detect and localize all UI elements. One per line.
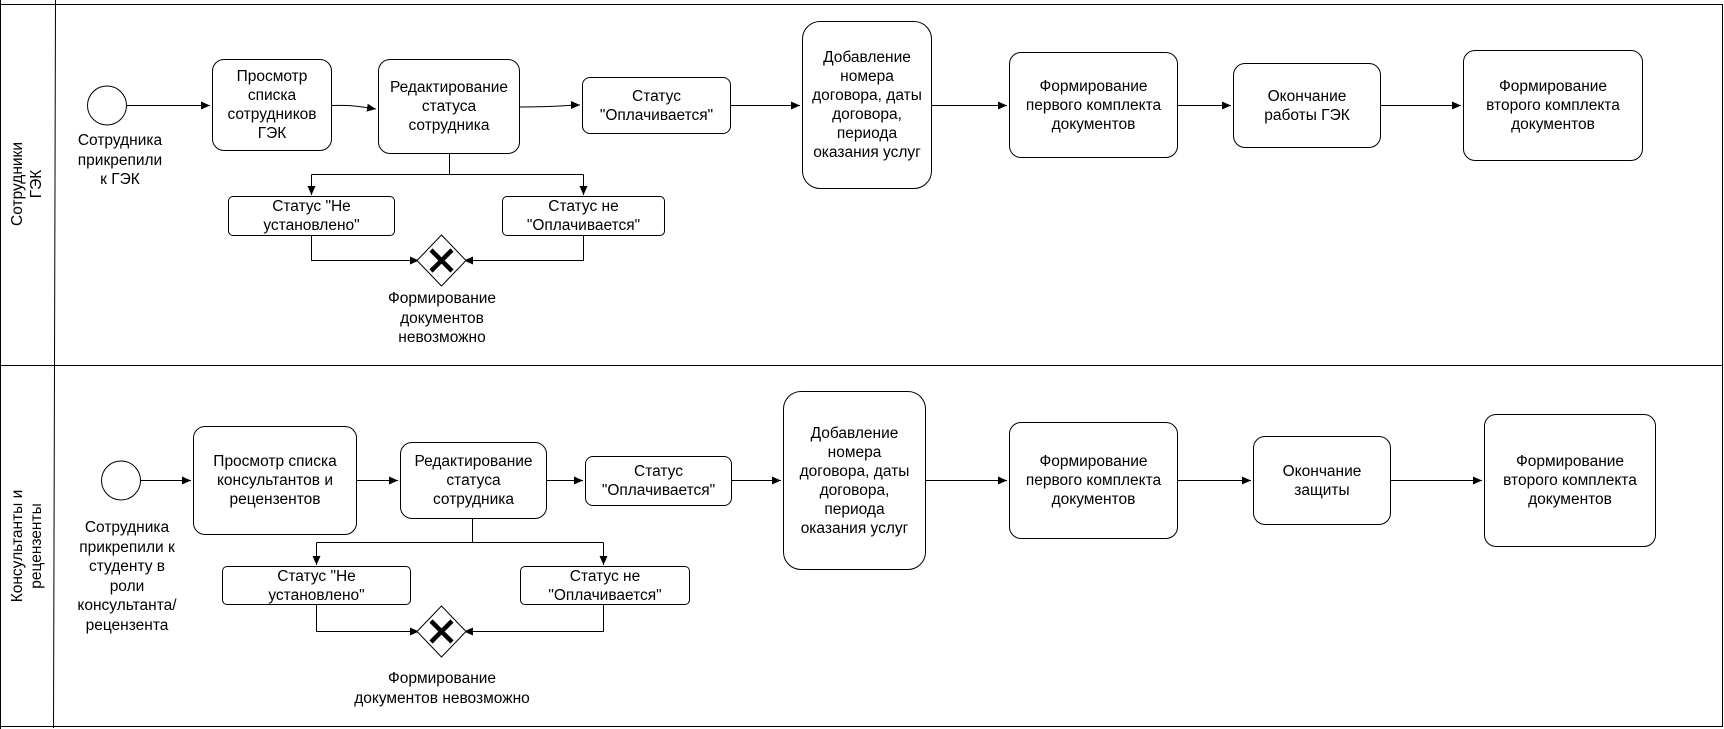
start-event-label-1: Сотрудника прикрепили к ГЭК <box>77 132 163 188</box>
task-finish-2[interactable]: Окончание защиты <box>1253 436 1391 525</box>
task-view-list-1[interactable]: Просмотр списка сотрудников ГЭК <box>212 59 332 151</box>
task-status-not-set-1[interactable]: Статус "Не установлено" <box>228 196 395 236</box>
flow-view-to-edit <box>331 103 377 112</box>
gateway-label-2: Формирование документов невозможно <box>354 670 530 707</box>
gateway-label-1: Формирование документов невозможно <box>387 290 497 346</box>
flow-edit-split <box>311 154 584 175</box>
task-status-paid-1[interactable]: Статус "Оплачивается" <box>582 77 731 134</box>
flow-edit-split-2 <box>316 519 604 543</box>
lane-title-1: Сотрудники ГЭК <box>9 142 45 226</box>
task-second-set-2[interactable]: Формирование второго комплекта документо… <box>1484 414 1656 547</box>
task-first-set-2[interactable]: Формирование первого комплекта документо… <box>1009 422 1178 539</box>
flow-notpaid-to-gateway <box>464 236 584 265</box>
task-edit-status-1[interactable]: Редактирование статуса сотрудника <box>378 59 520 154</box>
task-view-list-2[interactable]: Просмотр списка консультантов и рецензен… <box>193 426 357 535</box>
gateway-x-icon <box>429 248 454 273</box>
start-event-label-2: Сотрудника прикрепили к студенту в роли … <box>77 519 177 634</box>
start-event-1[interactable] <box>87 85 127 126</box>
task-status-not-paid-2[interactable]: Статус не "Оплачивается" <box>520 566 690 605</box>
task-finish-1[interactable]: Окончание работы ГЭК <box>1233 63 1381 148</box>
task-add-contract-1[interactable]: Добавление номера договора, даты договор… <box>802 21 932 189</box>
task-edit-status-2[interactable]: Редактирование статуса сотрудника <box>400 442 547 519</box>
exclusive-gateway-1[interactable] <box>416 234 467 287</box>
start-event-2[interactable] <box>101 460 141 501</box>
task-status-not-set-2[interactable]: Статус "Не установлено" <box>222 566 411 605</box>
exclusive-gateway-2[interactable] <box>416 605 467 658</box>
flow-edit-to-paid <box>519 101 581 110</box>
task-first-set-1[interactable]: Формирование первого комплекта документо… <box>1009 52 1178 158</box>
task-second-set-1[interactable]: Формирование второго комплекта документо… <box>1463 50 1643 161</box>
flow-notpaid-to-gateway-2 <box>464 605 604 636</box>
lane2-connectors <box>141 476 1482 636</box>
flow-notset-to-gateway <box>311 236 419 265</box>
gateway-x-icon <box>429 619 454 644</box>
task-status-not-paid-1[interactable]: Статус не "Оплачивается" <box>502 196 665 236</box>
task-status-paid-2[interactable]: Статус "Оплачивается" <box>585 456 732 506</box>
lane1-connectors <box>127 101 1461 265</box>
task-add-contract-2[interactable]: Добавление номера договора, даты договор… <box>783 391 926 570</box>
flow-notset-to-gateway-2 <box>316 605 419 636</box>
lane-title-2: Консультанты и рецензенты <box>9 489 45 603</box>
